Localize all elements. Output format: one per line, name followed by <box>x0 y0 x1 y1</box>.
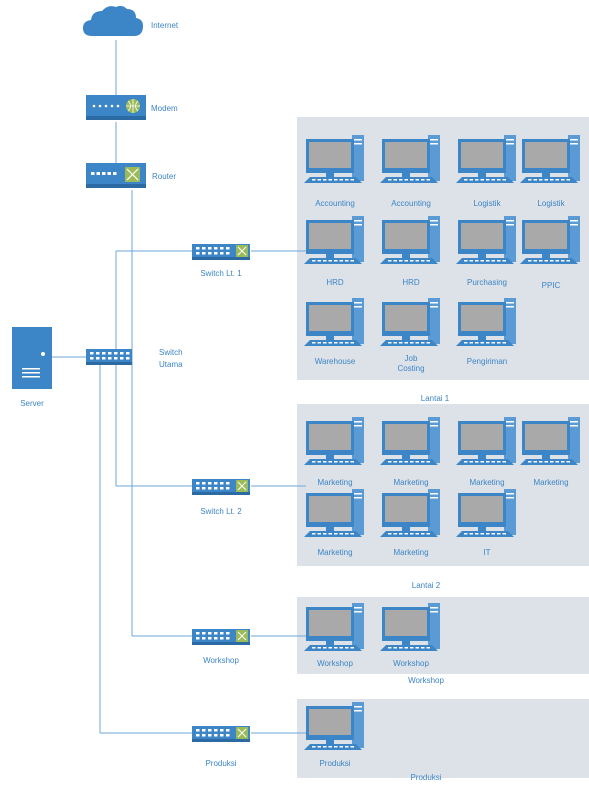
workstation-lantai2-6-icon <box>456 489 516 537</box>
workstation-lantai1-10-icon <box>456 298 516 346</box>
server-label: Server <box>20 399 44 408</box>
workstation-label: Produksi <box>319 759 350 768</box>
workstation-label: PPIC <box>542 281 561 290</box>
workstation-lantai1-9-icon <box>380 298 440 346</box>
workstation-label: Workshop <box>317 659 353 668</box>
workstation-label: Costing <box>397 364 424 373</box>
switch-lt2-label: Switch Lt. 2 <box>200 507 242 516</box>
workstation-lantai2-2-icon <box>456 417 516 465</box>
workstation-label: Logistik <box>537 199 565 208</box>
workstation-label: Marketing <box>393 548 428 557</box>
internet-label: Internet <box>151 21 179 30</box>
workstation-workshop-1-icon <box>380 603 440 651</box>
workstation-lantai1-2-icon <box>456 135 516 183</box>
workstation-lantai2-4-icon <box>304 489 364 537</box>
router-label: Router <box>152 172 176 181</box>
modem-label: Modem <box>151 104 178 113</box>
switch-lt1-label: Switch Lt. 1 <box>200 269 242 278</box>
workstation-lantai1-5-icon <box>380 216 440 264</box>
workstation-lantai2-0-icon <box>304 417 364 465</box>
main-switch-icon <box>86 349 132 365</box>
workstation-label: Marketing <box>533 478 568 487</box>
zone-caption-lantai2: Lantai 2 <box>412 581 441 590</box>
workstation-label: Logistik <box>473 199 501 208</box>
workstation-lantai1-6-icon <box>456 216 516 264</box>
workstation-label: Job <box>405 354 418 363</box>
switch-lt2-icon <box>192 479 250 495</box>
switch-workshop-label: Workshop <box>203 656 239 665</box>
router-icon <box>86 163 146 188</box>
workstation-workshop-0-icon <box>304 603 364 651</box>
switch-produksi-icon <box>192 726 250 742</box>
workstation-lantai1-0-icon <box>304 135 364 183</box>
workstation-lantai1-1-icon <box>380 135 440 183</box>
main-switch-label: Switch <box>159 348 183 357</box>
main-switch-label-line2: Utama <box>159 360 183 369</box>
workstation-lantai1-3-icon <box>520 135 580 183</box>
server-icon <box>12 327 52 389</box>
workstation-lantai1-7-icon <box>520 216 580 264</box>
workstation-label: Workshop <box>393 659 429 668</box>
workstation-label: Accounting <box>391 199 431 208</box>
zone-caption-workshop: Workshop <box>408 676 444 685</box>
workstation-lantai2-3-icon <box>520 417 580 465</box>
workstation-label: Marketing <box>469 478 504 487</box>
workstation-lantai1-4-icon <box>304 216 364 264</box>
workstation-label: HRD <box>402 278 420 287</box>
switch-workshop-icon <box>192 629 250 645</box>
switch-lt1-icon <box>192 244 250 260</box>
workstation-label: Pengiriman <box>467 357 507 366</box>
workstation-lantai1-8-icon <box>304 298 364 346</box>
workstation-label: IT <box>483 548 490 557</box>
switch-produksi-label: Produksi <box>205 759 236 768</box>
workstation-label: Marketing <box>317 548 352 557</box>
workstation-label: Accounting <box>315 199 355 208</box>
workstation-label: Warehouse <box>315 357 356 366</box>
zone-caption-produksi: Produksi <box>410 773 441 782</box>
workstation-label: Marketing <box>393 478 428 487</box>
workstation-label: Purchasing <box>467 278 507 287</box>
workstation-produksi-0-icon <box>304 702 364 750</box>
workstation-label: HRD <box>326 278 344 287</box>
zone-caption-lantai1: Lantai 1 <box>421 394 450 403</box>
workstation-lantai2-1-icon <box>380 417 440 465</box>
workstation-lantai2-5-icon <box>380 489 440 537</box>
internet-cloud-icon <box>83 5 143 36</box>
modem-icon <box>86 95 146 120</box>
workstation-label: Marketing <box>317 478 352 487</box>
